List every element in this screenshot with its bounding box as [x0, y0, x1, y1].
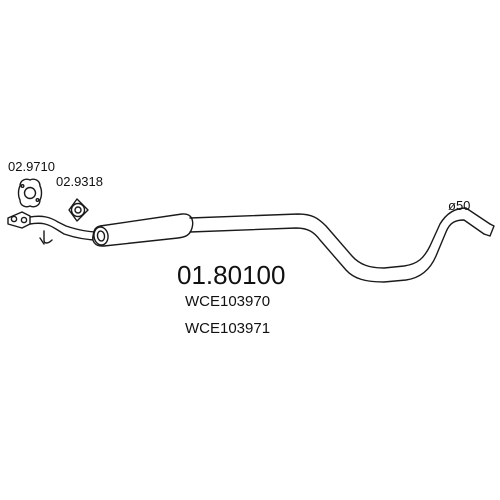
inlet-pipe: [29, 215, 99, 245]
gasket-ring-code: 02.9318: [56, 174, 103, 189]
gasket-flange-shape: [17, 178, 43, 208]
oe-reference-1: WCE103970: [185, 293, 271, 310]
gasket-flange-code: 02.9710: [8, 159, 55, 174]
rear-pipe: [189, 207, 495, 283]
oe-reference-2: WCE103971: [185, 320, 271, 337]
gasket-ring-shape: [68, 198, 89, 222]
middle-silencer: [92, 213, 194, 247]
tailpipe-diameter-label: ø50: [448, 198, 471, 213]
part-number: 01.80100: [177, 260, 286, 290]
inlet-flange: [7, 211, 31, 229]
